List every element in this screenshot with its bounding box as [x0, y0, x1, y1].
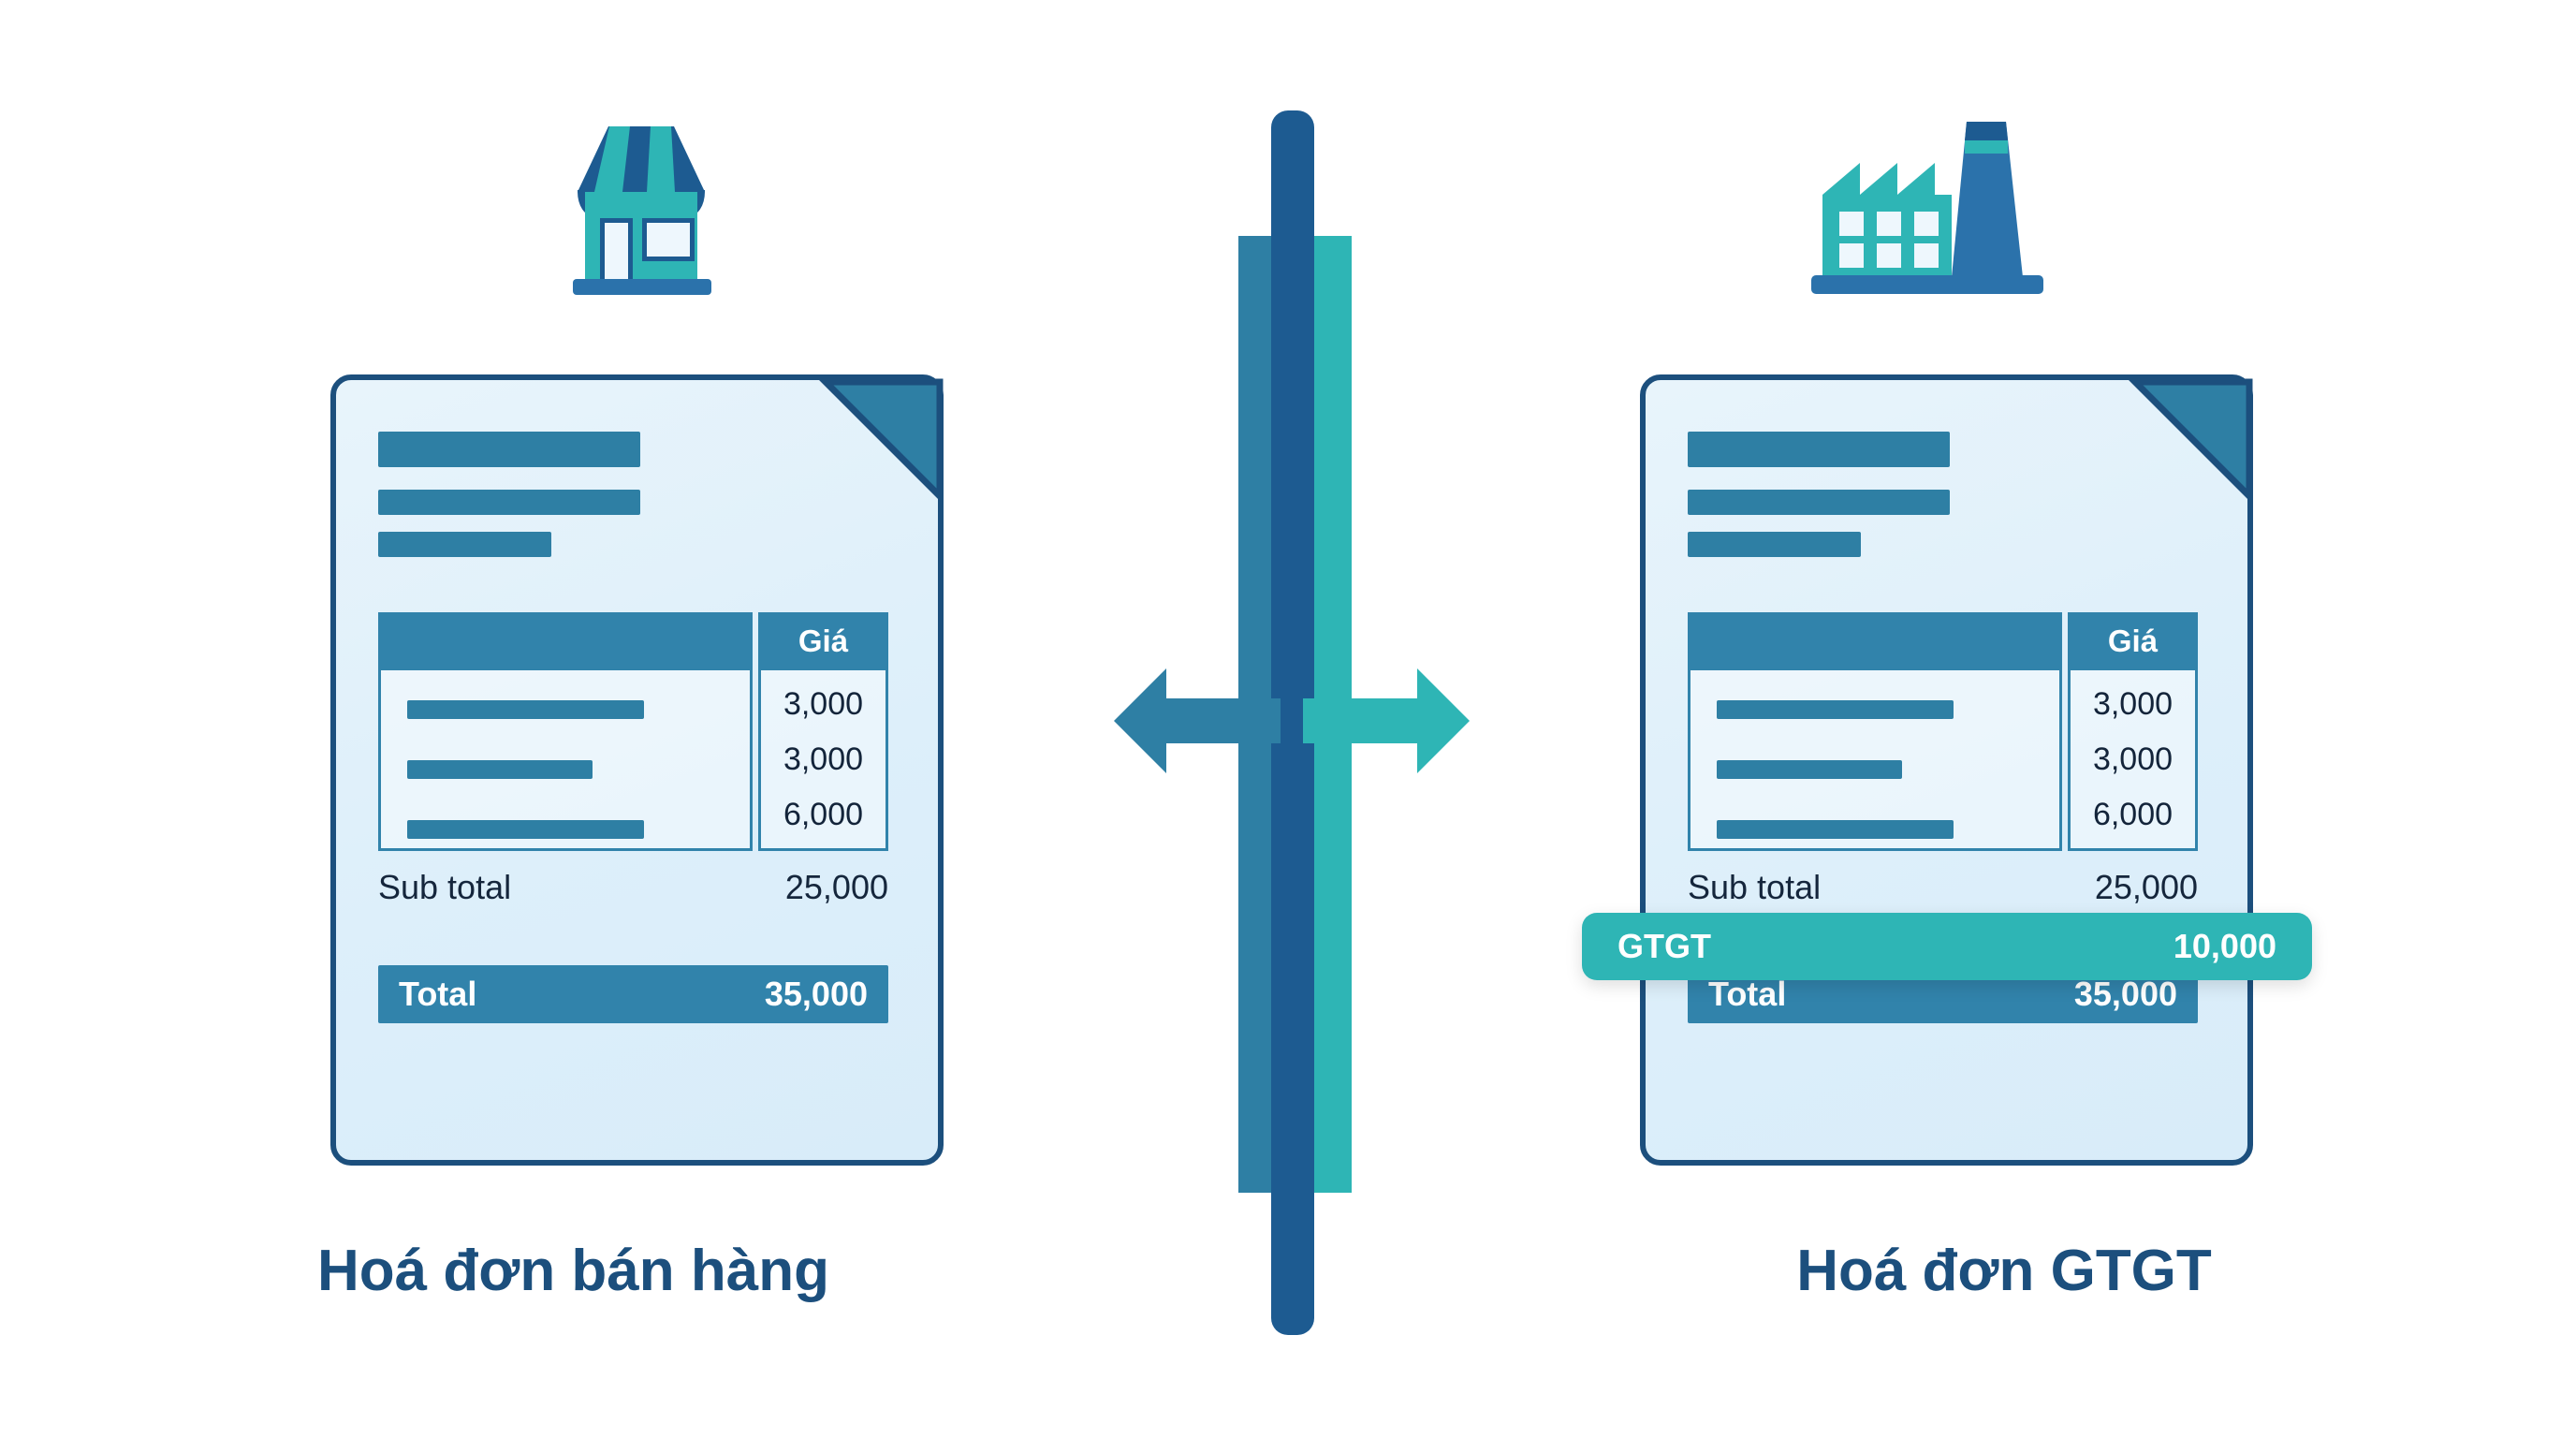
header-line-1	[378, 432, 640, 467]
total-value: 35,000	[764, 975, 868, 1013]
total-row: Total 35,000	[378, 965, 888, 1023]
subtotal-label: Sub total	[1688, 868, 1822, 906]
table-header-item-cell	[1688, 612, 2062, 670]
left-panel: Giá 3,000 3,000 6,000 Sub total 25,000	[0, 0, 1147, 1438]
subtotal-row: Sub total 25,000	[1688, 865, 2198, 910]
line-item-price: 3,000	[783, 741, 864, 777]
line-item-price: 3,000	[783, 685, 864, 722]
gtgt-highlight-row: GTGT 10,000	[1582, 913, 2312, 980]
table-header-item-cell	[378, 612, 753, 670]
total-value: 35,000	[2073, 975, 2177, 1013]
header-line-2	[378, 490, 640, 515]
page-fold-corner-icon	[816, 374, 944, 505]
gtgt-label: GTGT	[1617, 927, 1711, 965]
factory-icon	[1802, 101, 2055, 315]
line-item-price: 3,000	[2092, 685, 2174, 722]
line-item-price: 3,000	[2092, 741, 2174, 777]
table-body-items	[378, 670, 753, 851]
header-line-3	[378, 532, 551, 557]
header-line-2	[1688, 490, 1950, 515]
total-label: Total	[399, 975, 477, 1013]
total-label: Total	[1708, 975, 1787, 1013]
line-item-bar	[1717, 700, 1954, 719]
line-item-bar	[1717, 820, 1954, 839]
line-item-bar	[407, 700, 644, 719]
table-header-price-cell: Giá	[758, 612, 888, 670]
gtgt-value: 10,000	[2173, 927, 2276, 965]
line-items-table: Giá 3,000 3,000 6,000	[1688, 612, 2198, 851]
page-fold-corner-icon	[2126, 374, 2253, 505]
divider-group	[1114, 0, 1470, 1438]
table-body-prices: 3,000 3,000 6,000	[758, 670, 888, 851]
table-header-price-label: Giá	[2107, 624, 2159, 658]
right-caption: Hoá đơn GTGT	[1796, 1239, 2212, 1303]
line-item-bar	[407, 820, 644, 839]
table-body-items	[1688, 670, 2062, 851]
header-line-3	[1688, 532, 1861, 557]
line-items-table: Giá 3,000 3,000 6,000	[378, 612, 888, 851]
line-item-bar	[407, 760, 593, 779]
left-right-arrows-icon	[1114, 646, 1470, 796]
right-panel: Giá 3,000 3,000 6,000 Sub total 25,000	[1432, 0, 2576, 1438]
line-item-price: 6,000	[2092, 797, 2174, 833]
subtotal-value: 25,000	[2094, 868, 2198, 906]
subtotal-row: Sub total 25,000	[378, 865, 888, 910]
sales-invoice-document: Giá 3,000 3,000 6,000 Sub total 25,000	[330, 374, 944, 1166]
table-body-prices: 3,000 3,000 6,000	[2068, 670, 2198, 851]
table-header-price-label: Giá	[798, 624, 849, 658]
left-caption: Hoá đơn bán hàng	[317, 1239, 829, 1303]
storefront-icon	[520, 98, 763, 314]
table-header-price-cell: Giá	[2068, 612, 2198, 670]
vat-invoice-document: Giá 3,000 3,000 6,000 Sub total 25,000	[1640, 374, 2253, 1166]
subtotal-label: Sub total	[378, 868, 512, 906]
line-item-bar	[1717, 760, 1902, 779]
subtotal-value: 25,000	[784, 868, 888, 906]
header-line-1	[1688, 432, 1950, 467]
line-item-price: 6,000	[783, 797, 864, 833]
